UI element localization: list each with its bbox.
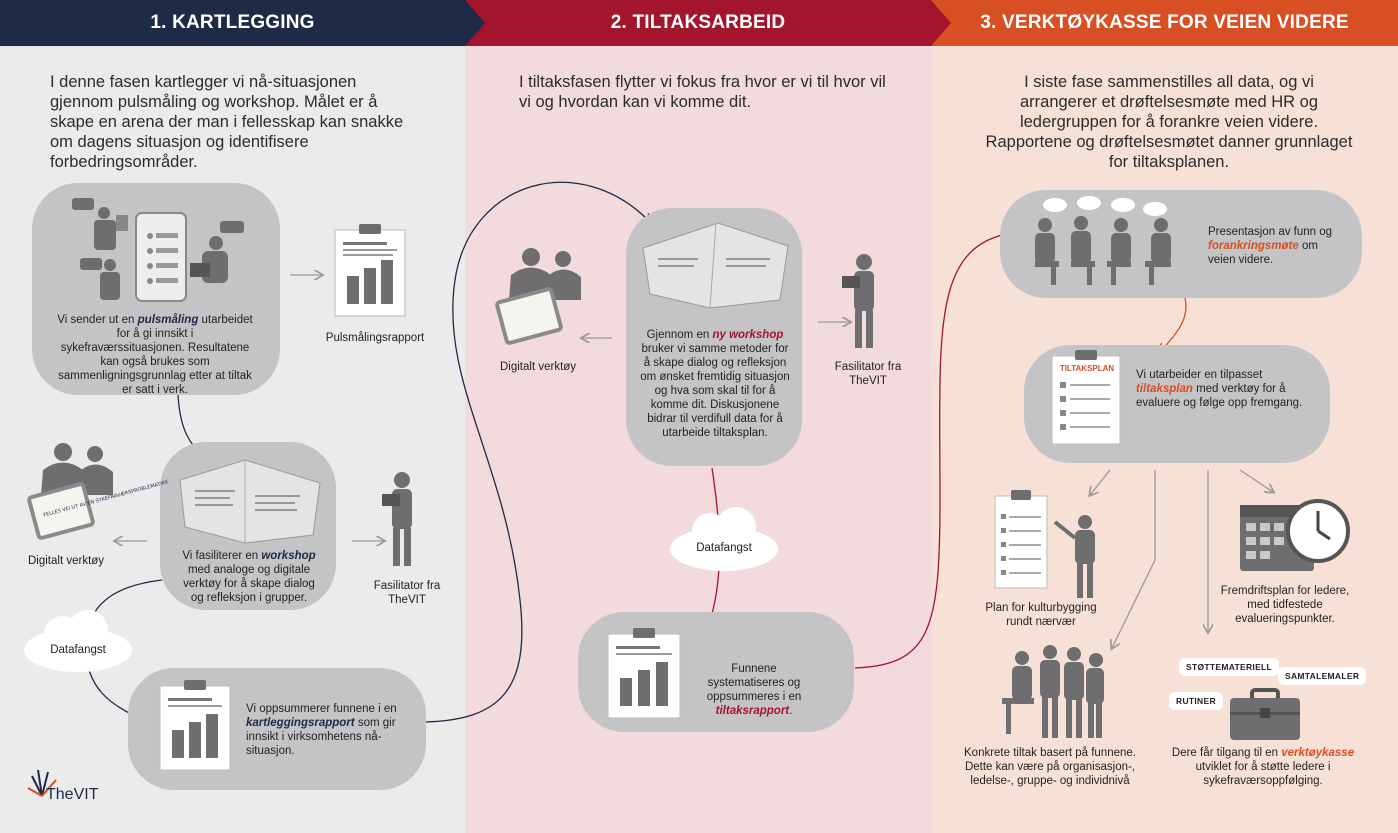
phase-1-banner: 1. KARTLEGGING (0, 0, 465, 46)
toolbox-icon (1230, 688, 1300, 740)
datafangst-cloud-1: Datafangst (22, 608, 134, 676)
phase-3-intro: I siste fase sammenstilles all data, og … (985, 73, 1353, 171)
culture-plan-icon (994, 490, 1095, 598)
datafangst-label-2: Datafangst (696, 542, 752, 554)
action-plan-text: Vi utarbeider en tilpasset tiltaksplan m… (1136, 369, 1303, 409)
progress-plan-label: Fremdriftsplan for ledere, med tidfested… (1220, 585, 1350, 625)
culture-plan-label: Plan for kulturbygging rundt nærvær (985, 602, 1097, 628)
action-plan-doc-icon (1051, 350, 1121, 445)
phase-2-intro: I tiltaksfasen flytter vi fokus fra hvor… (519, 73, 886, 111)
cloud-icon (670, 507, 778, 571)
datafangst-label-1: Datafangst (50, 644, 106, 656)
facilitator-icon-2 (842, 254, 874, 348)
banner-chevron-1 (455, 0, 485, 46)
thevit-logo-icon (27, 769, 57, 797)
toolbox-text: Dere får tilgang til en verktøykasse utv… (1171, 747, 1355, 787)
digital-tool-icon: FELLES VEI UT AV EN SYKEFRAVÆRSPROBLEMAT… (27, 443, 170, 540)
digital-tool-label-1: Digitalt verktøy (28, 555, 105, 567)
progress-calendar-icon (1240, 499, 1350, 571)
workshop-text: Vi fasiliterer en workshop med analoge o… (182, 550, 316, 604)
meeting-illustration-icon (1035, 196, 1171, 285)
new-workshop-text: Gjennom en ny workshop bruker vi samme m… (640, 329, 790, 439)
concrete-actions-label: Konkrete tiltak basert på funnene. Dette… (964, 747, 1136, 787)
phase-3-title: 3. VERKTØYKASSE FOR VEIEN VIDERE (980, 12, 1349, 33)
cloud-icon (24, 610, 132, 672)
findings-text: Funnene systematiseres og oppsummeres i … (706, 663, 802, 717)
facilitator-label-1: Fasilitator fra TheVIT (373, 580, 441, 606)
workbook-icon-2 (642, 222, 789, 309)
summary-text: Vi oppsummerer funnene i en kartleggings… (246, 703, 397, 757)
tag-samtalemaler: SAMTALEMALER (1278, 667, 1367, 685)
survey-report-icon (159, 680, 231, 771)
pulse-survey-illustration-icon (72, 198, 244, 302)
banner-chevron-2 (921, 0, 951, 46)
digital-tool-icon-2 (495, 248, 581, 345)
facilitator-label-2: Fasilitator fra TheVIT (834, 361, 902, 387)
pulse-report-label: Pulsmålingsrapport (325, 332, 425, 344)
digital-tool-label-2: Digitalt verktøy (500, 361, 577, 373)
phase-3-banner: 3. VERKTØYKASSE FOR VEIEN VIDERE (931, 0, 1398, 46)
phase-2-title: 2. TILTAKSARBEID (610, 12, 786, 33)
action-plan-doc-title: TILTAKSPLAN (1059, 364, 1115, 373)
phase-2-banner: 2. TILTAKSARBEID (465, 0, 931, 46)
action-report-icon (607, 628, 681, 719)
facilitator-icon-1 (382, 472, 412, 566)
meeting-text: Presentasjon av funn og forankringsmøte … (1208, 226, 1333, 266)
pulse-survey-text: Vi sender ut en pulsmåling utarbeidet fo… (57, 314, 253, 396)
datafangst-cloud-2: Datafangst (668, 505, 780, 575)
phase-1-title: 1. KARTLEGGING (150, 12, 315, 33)
team-concrete-icon (1002, 645, 1104, 738)
phase-1-intro: I denne fasen kartlegger vi nå-situasjon… (50, 73, 404, 171)
thevit-logo-text: TheVIT (46, 786, 99, 803)
tag-rutiner: RUTINER (1169, 692, 1223, 710)
workbook-icon (179, 459, 321, 544)
tag-stottemateriell: STØTTEMATERIELL (1179, 658, 1280, 676)
pulse-report-icon (334, 224, 406, 317)
